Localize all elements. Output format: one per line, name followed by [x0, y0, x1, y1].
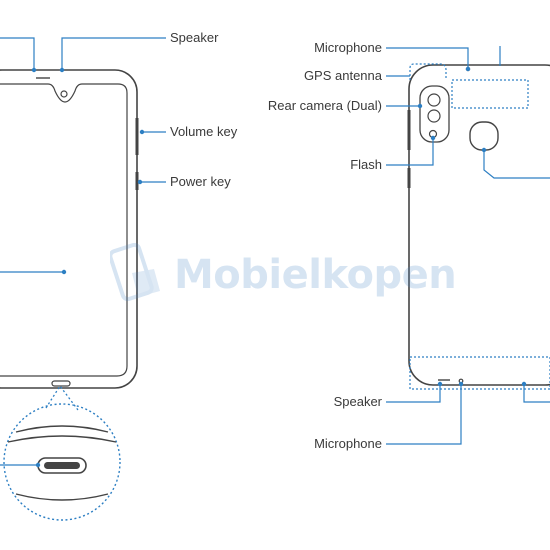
- back-phone-body: [408, 64, 550, 386]
- leader-microphone-bottom: [386, 384, 462, 445]
- bottom-antenna-area: [409, 356, 550, 390]
- label-power-key: Power key: [170, 174, 231, 189]
- phone-logo-icon: [110, 243, 160, 302]
- leader-dot: [430, 135, 436, 141]
- leader-dot: [139, 129, 145, 135]
- usb-port-inner: [44, 462, 80, 469]
- watermark: Mobielkopen: [110, 240, 457, 310]
- leader-dot: [59, 67, 65, 73]
- front-usb-port: [51, 380, 71, 387]
- label-speaker-bottom: Speaker: [333, 394, 382, 409]
- front-camera-icon: [60, 90, 68, 98]
- label-volume-key: Volume key: [170, 124, 238, 139]
- leader-microphone-top: [386, 47, 469, 69]
- zoom-callout-circle: [3, 403, 121, 521]
- label-rear-camera: Rear camera (Dual): [267, 98, 382, 113]
- label-microphone-top: Microphone: [314, 40, 382, 55]
- front-phone-body: [0, 69, 138, 389]
- leader-dot: [417, 103, 423, 109]
- leader-bottom-right: [523, 384, 550, 403]
- fingerprint-sensor: [469, 121, 499, 151]
- leader-flash: [386, 138, 434, 166]
- label-microphone-bottom: Microphone: [314, 436, 382, 451]
- leader-dot: [137, 179, 143, 185]
- front-phone: [0, 69, 139, 389]
- leader-dot: [61, 269, 67, 275]
- port-zoom: [3, 384, 121, 521]
- leader-dot: [465, 66, 471, 72]
- leader-dot: [481, 147, 487, 153]
- leader-dot: [35, 462, 41, 468]
- leader-dot: [437, 381, 443, 387]
- zoom-phone-edge-2: [7, 435, 117, 443]
- nfc-antenna-area: [451, 79, 529, 109]
- label-flash: Flash: [350, 157, 382, 172]
- back-phone: [407, 64, 550, 386]
- zoom-phone-edge-1: [15, 425, 109, 433]
- gps-antenna-area: [409, 63, 447, 80]
- leader-speaker-bottom: [386, 384, 441, 403]
- leader-dot: [521, 381, 527, 387]
- label-speaker: Speaker: [170, 30, 219, 45]
- rear-camera-lens-1: [427, 93, 441, 107]
- zoom-callout-pointer: [45, 384, 79, 411]
- rear-camera-lens-2: [427, 109, 441, 123]
- label-gps-antenna: GPS antenna: [303, 68, 382, 83]
- leader-front-top-left: [0, 37, 35, 70]
- watermark-text: Mobielkopen: [174, 252, 457, 298]
- leader-dot: [458, 381, 464, 387]
- leader-lines: [0, 37, 550, 468]
- zoom-phone-edge-3: [15, 493, 109, 501]
- leader-front-speaker: [61, 37, 166, 70]
- camera-module: [419, 85, 450, 143]
- front-screen: [0, 83, 128, 377]
- leader-fingerprint: [483, 150, 550, 179]
- leader-dot: [31, 67, 37, 73]
